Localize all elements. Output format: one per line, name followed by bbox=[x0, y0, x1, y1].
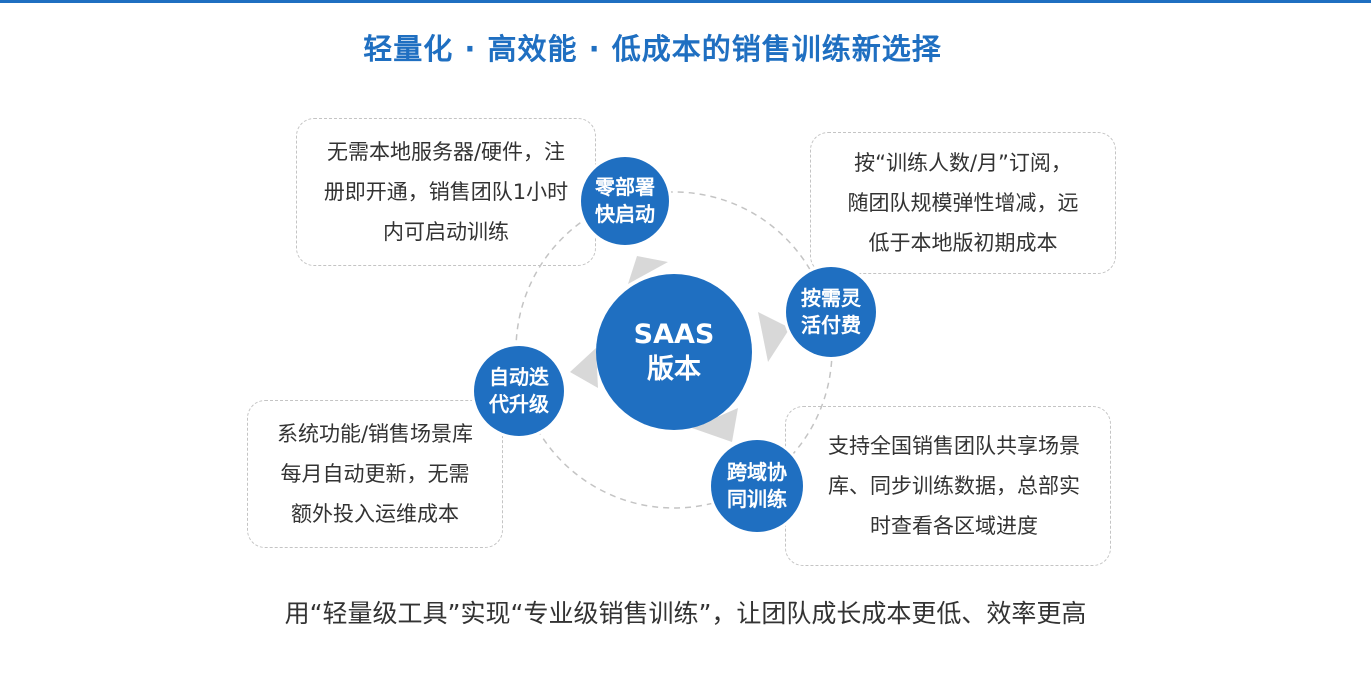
badge-zero-deploy: 零部署 快启动 bbox=[581, 157, 669, 245]
desc-line: 册即开通，销售团队1小时 bbox=[323, 180, 569, 204]
badge-line: 按需灵 bbox=[801, 286, 861, 310]
badge-line: 活付费 bbox=[801, 313, 861, 337]
arrow-left bbox=[570, 348, 598, 388]
badge-line: 快启动 bbox=[595, 202, 655, 226]
desc-line: 按“训练人数/月”订阅， bbox=[854, 151, 1072, 175]
desc-line: 低于本地版初期成本 bbox=[868, 231, 1058, 255]
desc-line: 系统功能/销售场景库 bbox=[276, 422, 474, 446]
footer-tagline: 用“轻量级工具”实现“专业级销售训练”，让团队成长成本更低、效率更高 bbox=[284, 599, 1087, 628]
badge-line: 零部署 bbox=[595, 175, 655, 199]
badge-line: 自动迭 bbox=[489, 365, 549, 389]
top-rule bbox=[0, 0, 1371, 3]
badge-line: 跨域协 bbox=[727, 460, 787, 484]
desc-auto-upgrade: 系统功能/销售场景库 每月自动更新，无需 额外投入运维成本 bbox=[247, 400, 503, 548]
desc-line: 每月自动更新，无需 bbox=[280, 462, 470, 486]
center-line-2: 版本 bbox=[647, 354, 701, 385]
badge-auto-upgrade: 自动迭 代升级 bbox=[474, 346, 564, 436]
desc-line: 无需本地服务器/硬件，注 bbox=[326, 140, 566, 164]
desc-zero-deploy: 无需本地服务器/硬件，注 册即开通，销售团队1小时 内可启动训练 bbox=[296, 118, 596, 266]
arrow-right bbox=[758, 312, 790, 362]
desc-line: 时查看各区域进度 bbox=[870, 514, 1038, 538]
desc-cross-region: 支持全国销售团队共享场景 库、同步训练数据，总部实 时查看各区域进度 bbox=[785, 406, 1111, 566]
desc-line: 随团队规模弹性增减，远 bbox=[847, 191, 1079, 215]
badge-line: 代升级 bbox=[489, 392, 549, 416]
desc-line: 库、同步训练数据，总部实 bbox=[828, 474, 1080, 498]
arrow-top bbox=[628, 256, 668, 284]
badge-cross-region: 跨域协 同训练 bbox=[711, 440, 803, 532]
desc-line: 支持全国销售团队共享场景 bbox=[828, 434, 1080, 458]
center-line-1: SAAS bbox=[633, 319, 715, 350]
desc-line: 内可启动训练 bbox=[383, 220, 509, 244]
arrow-bottom bbox=[692, 408, 738, 442]
desc-pay-on-demand: 按“训练人数/月”订阅， 随团队规模弹性增减，远 低于本地版初期成本 bbox=[810, 132, 1116, 274]
badge-pay-on-demand: 按需灵 活付费 bbox=[786, 267, 876, 357]
page-title: 轻量化 · 高效能 · 低成本的销售训练新选择 bbox=[363, 32, 942, 66]
badge-line: 同训练 bbox=[727, 487, 787, 511]
center-saas-circle: SAAS 版本 bbox=[596, 274, 752, 430]
desc-line: 额外投入运维成本 bbox=[290, 502, 459, 526]
